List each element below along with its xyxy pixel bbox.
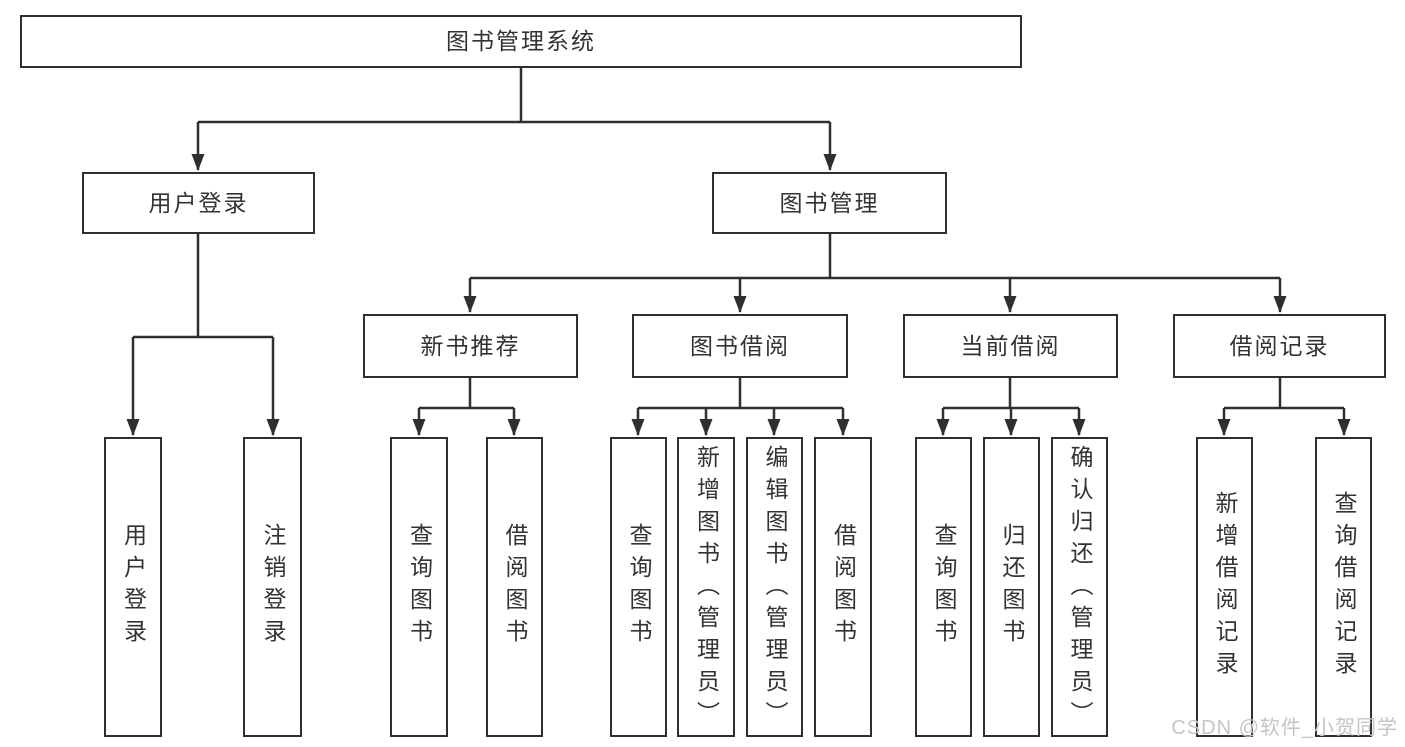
- node-leaf-edit-books-admin: 编辑图书（管理员）: [746, 437, 803, 737]
- node-label-leaf-borrow-books-recommend: 借阅图书: [502, 523, 528, 651]
- node-leaf-user-login: 用户登录: [104, 437, 162, 737]
- node-label-current-borrowing: 当前借阅: [960, 332, 1061, 359]
- node-label-leaf-user-login: 用户登录: [120, 523, 147, 651]
- node-leaf-query-books-borrowing: 查询图书: [610, 437, 667, 737]
- node-leaf-query-borrow-record: 查询借阅记录: [1315, 437, 1372, 737]
- node-label-leaf-query-books-borrowing: 查询图书: [626, 523, 652, 651]
- node-borrowing-records: 借阅记录: [1173, 314, 1386, 378]
- node-user-login-module: 用户登录: [82, 172, 315, 234]
- node-label-leaf-query-books-recommend: 查询图书: [406, 523, 433, 651]
- node-label-leaf-confirm-return-admin: 确认归还（管理员）: [1067, 445, 1093, 733]
- node-leaf-return-books: 归还图书: [983, 437, 1040, 737]
- node-label-leaf-edit-books-admin: 编辑图书（管理员）: [762, 445, 788, 733]
- node-label-leaf-logout: 注销登录: [260, 523, 286, 651]
- node-label-new-book-recommend: 新书推荐: [420, 332, 521, 359]
- node-label-borrowing-records: 借阅记录: [1229, 332, 1330, 359]
- node-label-leaf-add-borrow-record: 新增借阅记录: [1212, 491, 1238, 683]
- node-leaf-borrow-books-recommend: 借阅图书: [486, 437, 543, 737]
- node-label-book-management-module: 图书管理: [779, 189, 880, 216]
- node-label-book-borrowing: 图书借阅: [690, 332, 790, 359]
- node-book-borrowing: 图书借阅: [632, 314, 848, 378]
- node-leaf-query-books-recommend: 查询图书: [390, 437, 448, 737]
- node-leaf-query-books-current: 查询图书: [915, 437, 972, 737]
- node-label-leaf-query-borrow-record: 查询借阅记录: [1331, 491, 1357, 683]
- node-book-management-module: 图书管理: [712, 172, 947, 234]
- node-leaf-add-books-admin: 新增图书（管理员）: [677, 437, 735, 737]
- node-leaf-logout: 注销登录: [243, 437, 302, 737]
- node-label-library-management-system: 图书管理系统: [446, 28, 596, 54]
- node-leaf-borrow-books-borrowing: 借阅图书: [814, 437, 872, 737]
- node-label-leaf-query-books-current: 查询图书: [931, 523, 957, 651]
- node-new-book-recommend: 新书推荐: [363, 314, 578, 378]
- node-label-leaf-return-books: 归还图书: [999, 523, 1025, 651]
- node-current-borrowing: 当前借阅: [903, 314, 1118, 378]
- node-leaf-confirm-return-admin: 确认归还（管理员）: [1051, 437, 1108, 737]
- node-leaf-add-borrow-record: 新增借阅记录: [1196, 437, 1253, 737]
- node-label-leaf-add-books-admin: 新增图书（管理员）: [693, 445, 720, 733]
- node-label-user-login-module: 用户登录: [148, 189, 249, 216]
- node-label-leaf-borrow-books-borrowing: 借阅图书: [830, 523, 857, 651]
- node-library-management-system: 图书管理系统: [20, 15, 1022, 68]
